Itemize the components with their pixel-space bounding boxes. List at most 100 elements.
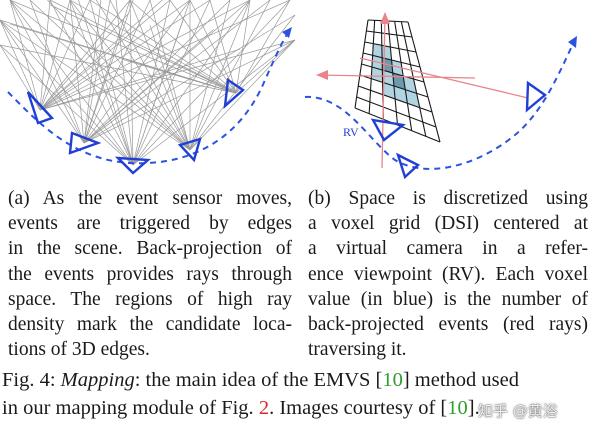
back-projected-ray	[0, 19, 134, 166]
camera-frustum	[395, 152, 421, 180]
back-projected-ray	[189, 0, 231, 151]
caption-text: ] method used	[402, 369, 520, 391]
back-projected-ray	[83, 0, 134, 144]
back-projected-ray	[83, 29, 214, 144]
back-projected-ray	[235, 0, 251, 94]
rv-label: RV	[343, 125, 359, 139]
voxel-cell	[382, 57, 393, 73]
camera-trajectory-b	[304, 39, 576, 170]
back-projected-ray	[39, 0, 91, 111]
back-projected-ray	[83, 0, 191, 144]
back-projected-ray	[132, 0, 291, 166]
figure-caption-line-1: Fig. 4: Mapping: the main idea of the EM…	[2, 366, 598, 394]
figure-reference-link[interactable]: 2	[258, 397, 270, 419]
citation-link[interactable]: 10	[447, 397, 468, 419]
back-projected-ray	[49, 0, 237, 94]
figure-caption-line-2: in our mapping module of Fig. 2. Images …	[2, 394, 598, 422]
back-projected-ray	[169, 0, 237, 94]
back-projected-ray	[189, 0, 237, 94]
red-ray	[381, 14, 386, 169]
subcaption-b-line: (b) Space is discretized using	[308, 188, 588, 209]
caption-text: : the main idea of the EMVS [	[134, 369, 383, 391]
figure-label: Fig. 4:	[2, 369, 61, 391]
back-projected-ray	[9, 0, 41, 111]
back-projected-ray	[9, 0, 237, 94]
camera-frustum	[114, 156, 151, 175]
watermark: 知乎 @黄浴	[478, 402, 558, 420]
voxel-cell	[371, 67, 383, 83]
voxel-grid-line	[359, 74, 429, 98]
back-projected-ray	[235, 39, 296, 94]
camera-frustum	[525, 80, 547, 113]
subcaption-a-line: in the scene. Back-projection of	[8, 238, 292, 260]
back-projected-ray	[95, 0, 191, 151]
back-projected-ray	[89, 0, 237, 94]
camera-frustums-b	[370, 80, 547, 180]
voxel-grid-line	[361, 63, 425, 83]
red-rays	[317, 14, 529, 169]
voxel-cell	[405, 89, 420, 108]
back-projected-ray	[9, 0, 134, 166]
ray-arrowhead	[316, 70, 328, 80]
back-projected-ray	[0, 19, 85, 144]
back-projected-ray	[69, 0, 191, 151]
back-projected-ray	[39, 0, 131, 111]
back-projected-ray	[189, 0, 251, 151]
back-projected-ray	[132, 0, 251, 166]
subcaption-a-line: events are triggered by edges	[8, 213, 292, 235]
subcaption-b-line: back-projected events (red rays)	[308, 314, 588, 336]
subcaption-a-line: space. The regions of high ray	[8, 288, 292, 310]
red-ray	[359, 57, 529, 99]
back-projected-ray	[83, 39, 296, 144]
back-projected-ray	[0, 44, 134, 166]
back-projected-ray	[129, 0, 134, 166]
red-ray-arrowheads	[316, 12, 390, 80]
camera-trajectory-a	[7, 27, 293, 165]
back-projected-ray	[132, 0, 211, 166]
subcaption-b-line: a voxel grid (DSI) centered at	[308, 213, 588, 235]
voxel-cell	[382, 70, 394, 86]
subcaption-b-line: traversing it.	[308, 339, 407, 361]
camera-frustum	[177, 137, 202, 163]
back-projected-ray	[47, 0, 191, 151]
back-projected-ray	[78, 0, 134, 166]
citation-link[interactable]: 10	[382, 369, 403, 391]
ray-arrowhead	[380, 12, 390, 24]
back-projected-ray	[132, 39, 296, 166]
figure-panels: RV	[0, 0, 577, 180]
back-projected-ray	[109, 0, 191, 151]
red-ray	[317, 74, 476, 79]
back-projected-ray	[115, 0, 134, 166]
voxel-cell	[372, 43, 383, 58]
back-projected-ray	[83, 0, 151, 144]
trajectory-arrowhead-a	[282, 27, 292, 38]
subcaption-b-line: value (in blue) is the number of	[308, 288, 588, 310]
voxel-grid-values	[371, 43, 420, 108]
back-projected-ray	[235, 0, 291, 94]
camera-frustum	[26, 91, 55, 125]
back-projected-ray	[189, 39, 296, 151]
voxel-grid-line	[364, 41, 417, 53]
ray-bundle	[0, 0, 296, 166]
panel-b: RV	[304, 12, 577, 180]
back-projected-ray	[50, 4, 237, 94]
back-projected-ray	[129, 0, 191, 151]
back-projected-ray	[209, 0, 237, 94]
back-projected-ray	[129, 0, 237, 94]
panel-a	[0, 0, 296, 175]
back-projected-ray	[69, 0, 237, 94]
back-projected-ray	[29, 0, 191, 151]
back-projected-ray	[69, 0, 134, 166]
voxel-grid-line	[366, 30, 413, 38]
back-projected-ray	[0, 19, 191, 151]
back-projected-ray	[0, 19, 41, 111]
voxel-cell	[391, 60, 404, 76]
caption-text: in our mapping module of Fig.	[2, 397, 259, 419]
back-projected-ray	[122, 59, 237, 94]
voxel-grid-line	[356, 96, 437, 128]
caption-text: ].	[467, 397, 480, 419]
voxel-cell	[382, 82, 396, 99]
trajectory-arrowhead-b	[568, 36, 577, 48]
voxel-grid-line	[362, 52, 421, 68]
subcaption-a-line: density mark the candidate loca-	[8, 314, 292, 336]
